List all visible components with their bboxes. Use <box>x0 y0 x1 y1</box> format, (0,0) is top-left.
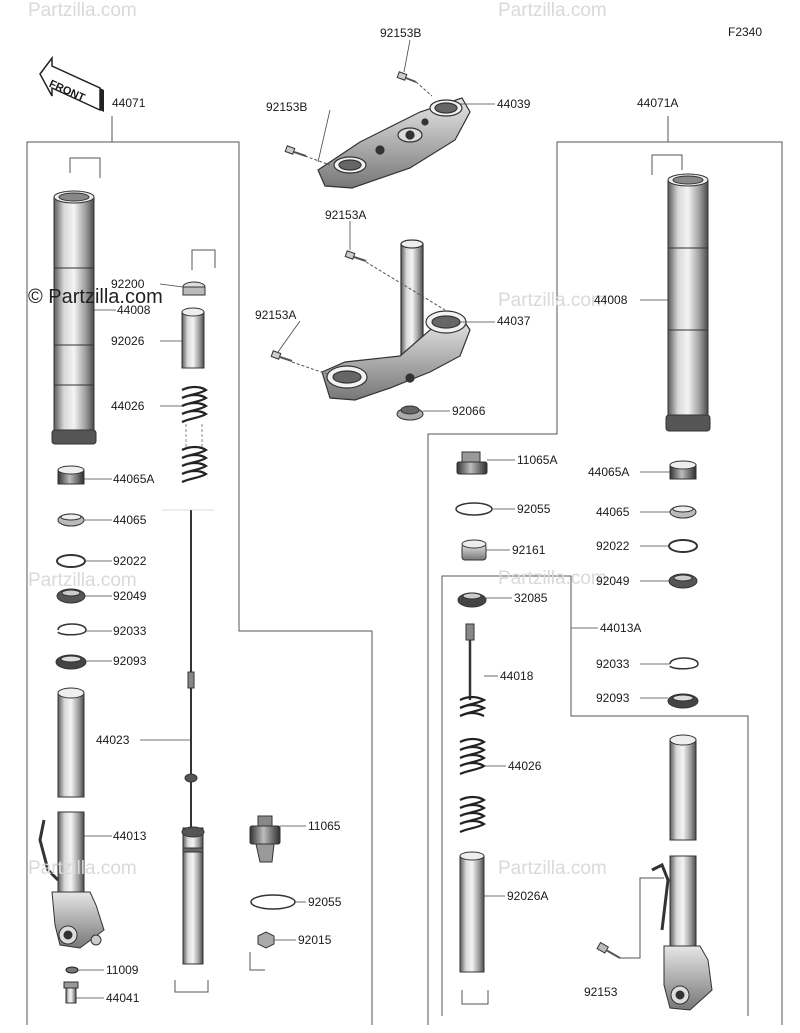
part-label[interactable]: 11065A <box>517 453 558 467</box>
part-label[interactable]: 92093 <box>113 654 147 668</box>
damper-rod-44023 <box>181 510 205 965</box>
part-label[interactable]: 44041 <box>106 991 140 1005</box>
part-label[interactable]: 44071A <box>637 96 679 110</box>
diagram-code: F2340 <box>728 25 763 39</box>
part-label[interactable]: 44065A <box>113 472 155 486</box>
top-bracket-44039 <box>317 97 471 189</box>
part-label[interactable]: 44008 <box>594 293 628 307</box>
seal-92049-right <box>668 573 698 589</box>
spacer-92026 <box>181 307 205 369</box>
part-label[interactable]: 44026 <box>111 399 145 413</box>
part-label[interactable]: 92022 <box>596 539 630 553</box>
bolt-92153A-left <box>270 350 293 362</box>
part-label[interactable]: 44037 <box>497 314 531 328</box>
spacer-92026A <box>459 851 485 973</box>
watermark: Partzilla.com <box>498 0 607 21</box>
bolt-92153B-left <box>284 145 307 157</box>
outer-tube-44008-left <box>51 190 97 445</box>
part-label[interactable]: 92153 <box>584 985 618 999</box>
part-label[interactable]: 92022 <box>113 554 147 568</box>
part-label[interactable]: 44023 <box>96 733 130 747</box>
front-arrow-icon <box>39 55 104 112</box>
nut-92015 <box>257 931 275 949</box>
assembly-frame-44013A <box>441 575 749 1016</box>
seal-32085 <box>457 592 487 608</box>
part-label[interactable]: 44013 <box>113 829 147 843</box>
collar-92200 <box>182 281 206 296</box>
o-ring-92055-left <box>250 894 296 910</box>
bolt-92153A-top <box>344 250 367 262</box>
spring-44026-left <box>181 385 208 483</box>
part-label[interactable]: 92049 <box>596 574 630 588</box>
part-label[interactable]: 44008 <box>117 303 151 317</box>
part-label[interactable]: 44026 <box>508 759 542 773</box>
seal-92093-right <box>667 693 699 709</box>
slider-44013-right <box>651 734 713 1011</box>
part-label[interactable]: 11065 <box>308 819 341 833</box>
part-label[interactable]: 92015 <box>298 933 332 947</box>
cap-bolt-11065A <box>456 451 488 475</box>
bushing-44065A-right <box>669 460 697 480</box>
steering-stem-44037 <box>321 239 471 401</box>
bolt-92153B-top <box>396 71 417 83</box>
part-label[interactable]: 92026A <box>507 889 549 903</box>
washer-92022-right <box>668 539 698 553</box>
outer-tube-44008-right <box>665 173 711 432</box>
washer-92022-left <box>56 554 86 568</box>
watermark-main-text: Partzilla.com <box>48 286 163 308</box>
washer-11009 <box>65 966 79 974</box>
part-label[interactable]: 44065 <box>596 505 630 519</box>
watermark: Partzilla.com <box>498 290 607 311</box>
part-label[interactable]: 44071 <box>112 96 146 110</box>
part-label[interactable]: 92033 <box>113 624 147 638</box>
part-label[interactable]: 44013A <box>600 621 642 635</box>
watermark: Partzilla.com <box>28 570 137 591</box>
adjuster-11065 <box>249 815 281 863</box>
seal-92093-left <box>55 654 87 670</box>
watermark: Partzilla.com <box>28 858 137 879</box>
assembly-frame-right <box>427 116 783 1025</box>
part-label[interactable]: 11009 <box>106 963 139 977</box>
part-label[interactable]: 92093 <box>596 691 630 705</box>
watermark-main: © Partzilla.com <box>28 286 163 308</box>
part-label[interactable]: 92055 <box>308 895 342 909</box>
seal-92049-left <box>56 588 86 604</box>
part-label[interactable]: 92153B <box>266 100 308 114</box>
part-label[interactable]: 92153A <box>325 208 367 222</box>
part-label[interactable]: 92161 <box>512 543 546 557</box>
cap-92066 <box>396 405 424 421</box>
spring-44026-right <box>459 737 486 833</box>
part-label[interactable]: 44065 <box>113 513 147 527</box>
bolt-92153 <box>596 941 621 959</box>
part-label[interactable]: 92153B <box>380 26 422 40</box>
part-label[interactable]: 32085 <box>514 591 548 605</box>
leader-lines <box>76 39 670 999</box>
part-label[interactable]: 92200 <box>111 277 145 291</box>
watermark: Partzilla.com <box>498 568 607 589</box>
o-ring-92055-right <box>455 502 493 516</box>
rod-44018 <box>459 623 487 717</box>
part-label[interactable]: 92026 <box>111 334 145 348</box>
assembly-frame-left <box>26 116 373 1025</box>
bolt-44041 <box>63 981 79 1004</box>
clip-92033-right <box>669 657 699 670</box>
bushing-44065A-left <box>57 465 85 485</box>
part-label[interactable]: 92066 <box>452 404 486 418</box>
watermark: Partzilla.com <box>28 0 137 21</box>
part-label[interactable]: 92055 <box>517 502 551 516</box>
clip-92033-left <box>57 623 87 636</box>
part-label[interactable]: 44065A <box>588 465 630 479</box>
part-label[interactable]: 92153A <box>255 308 297 322</box>
bushing-44065-right <box>669 505 697 519</box>
nut-92161 <box>461 539 487 561</box>
part-label[interactable]: 92033 <box>596 657 630 671</box>
watermark: Partzilla.com <box>498 858 607 879</box>
part-label[interactable]: 92049 <box>113 589 147 603</box>
part-label[interactable]: 44018 <box>500 669 534 683</box>
bushing-44065-left <box>57 513 85 527</box>
part-label[interactable]: 44039 <box>497 97 531 111</box>
slider-44013-left <box>38 687 105 949</box>
